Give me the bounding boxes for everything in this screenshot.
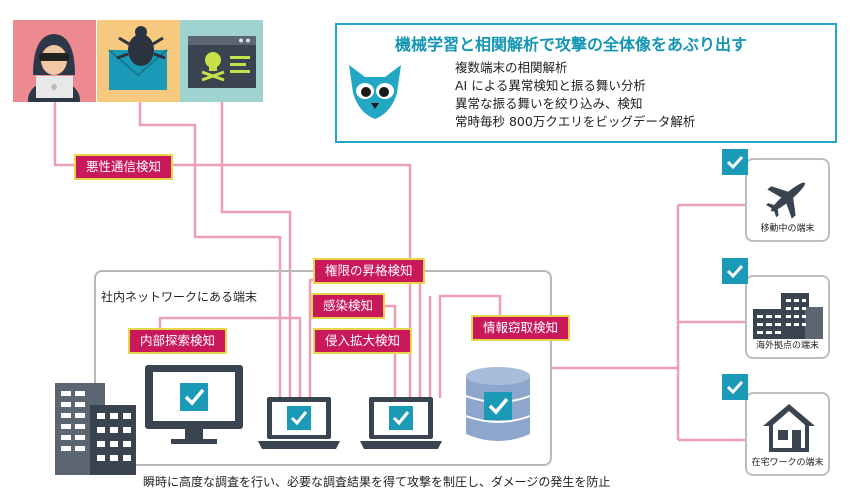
info-item: 複数端末の相関解析: [455, 60, 568, 75]
endpoint-overseas: 海外拠点の端末: [745, 275, 830, 359]
endpoint-mobile: 移動中の端末: [745, 158, 830, 242]
endpoint-label: 移動中の端末: [760, 224, 815, 234]
building-icon: [753, 293, 823, 339]
tag-data-theft: 情報窃取検知: [471, 315, 571, 341]
house-icon: [763, 404, 815, 452]
desktop-monitor-icon: [145, 365, 243, 444]
info-title: 機械学習と相関解析で攻撃の全体像をあぶり出す: [395, 35, 748, 54]
tag-internal-scan: 内部探索検知: [128, 328, 228, 354]
tag-intrusion-spread: 侵入拡大検知: [313, 328, 413, 354]
laptop-icon: [258, 397, 340, 449]
email-bug-icon: [108, 26, 168, 90]
check-badge-icon: [722, 149, 748, 175]
owl-logo-icon: [349, 65, 401, 119]
endpoint-label: 在宅ワークの端末: [751, 458, 824, 468]
airplane-icon: [766, 182, 806, 219]
laptop-icon: [360, 397, 442, 449]
office-building-icon: [55, 383, 136, 475]
endpoint-home: 在宅ワークの端末: [745, 392, 830, 476]
footer-caption: 瞬時に高度な調査を行い、必要な調査結果を得て攻撃を制圧し、ダメージの発生を防止: [143, 475, 611, 489]
hacker-image: [13, 20, 96, 120]
malicious-email-image: [97, 20, 180, 102]
info-item: 常時毎秒 800万クエリをビッグデータ解析: [455, 114, 696, 129]
hacker-icon: [28, 34, 80, 120]
tag-malicious-comm: 悪性通信検知: [74, 154, 174, 180]
skull-terminal-icon: [188, 36, 256, 88]
malware-terminal-image: [180, 20, 263, 102]
check-badge-icon: [722, 258, 748, 284]
tag-infection: 感染検知: [311, 293, 386, 319]
check-badge-icon: [722, 374, 748, 400]
info-item: 異常な振る舞いを絞り込み、検知: [455, 96, 643, 111]
info-list: 複数端末の相関解析 AI による異常検知と振る舞い分析 異常な振る舞いを絞り込み…: [455, 59, 695, 131]
tag-privilege-escalation: 権限の昇格検知: [313, 258, 425, 284]
internal-network-label: 社内ネットワークにある端末: [101, 290, 258, 304]
endpoint-label: 海外拠点の端末: [755, 341, 819, 351]
feature-info-box: 機械学習と相関解析で攻撃の全体像をあぶり出す 複数端末の相関解析 AI による異…: [335, 23, 837, 143]
info-item: AI による異常検知と振る舞い分析: [455, 78, 646, 93]
database-server-icon: [465, 367, 531, 441]
